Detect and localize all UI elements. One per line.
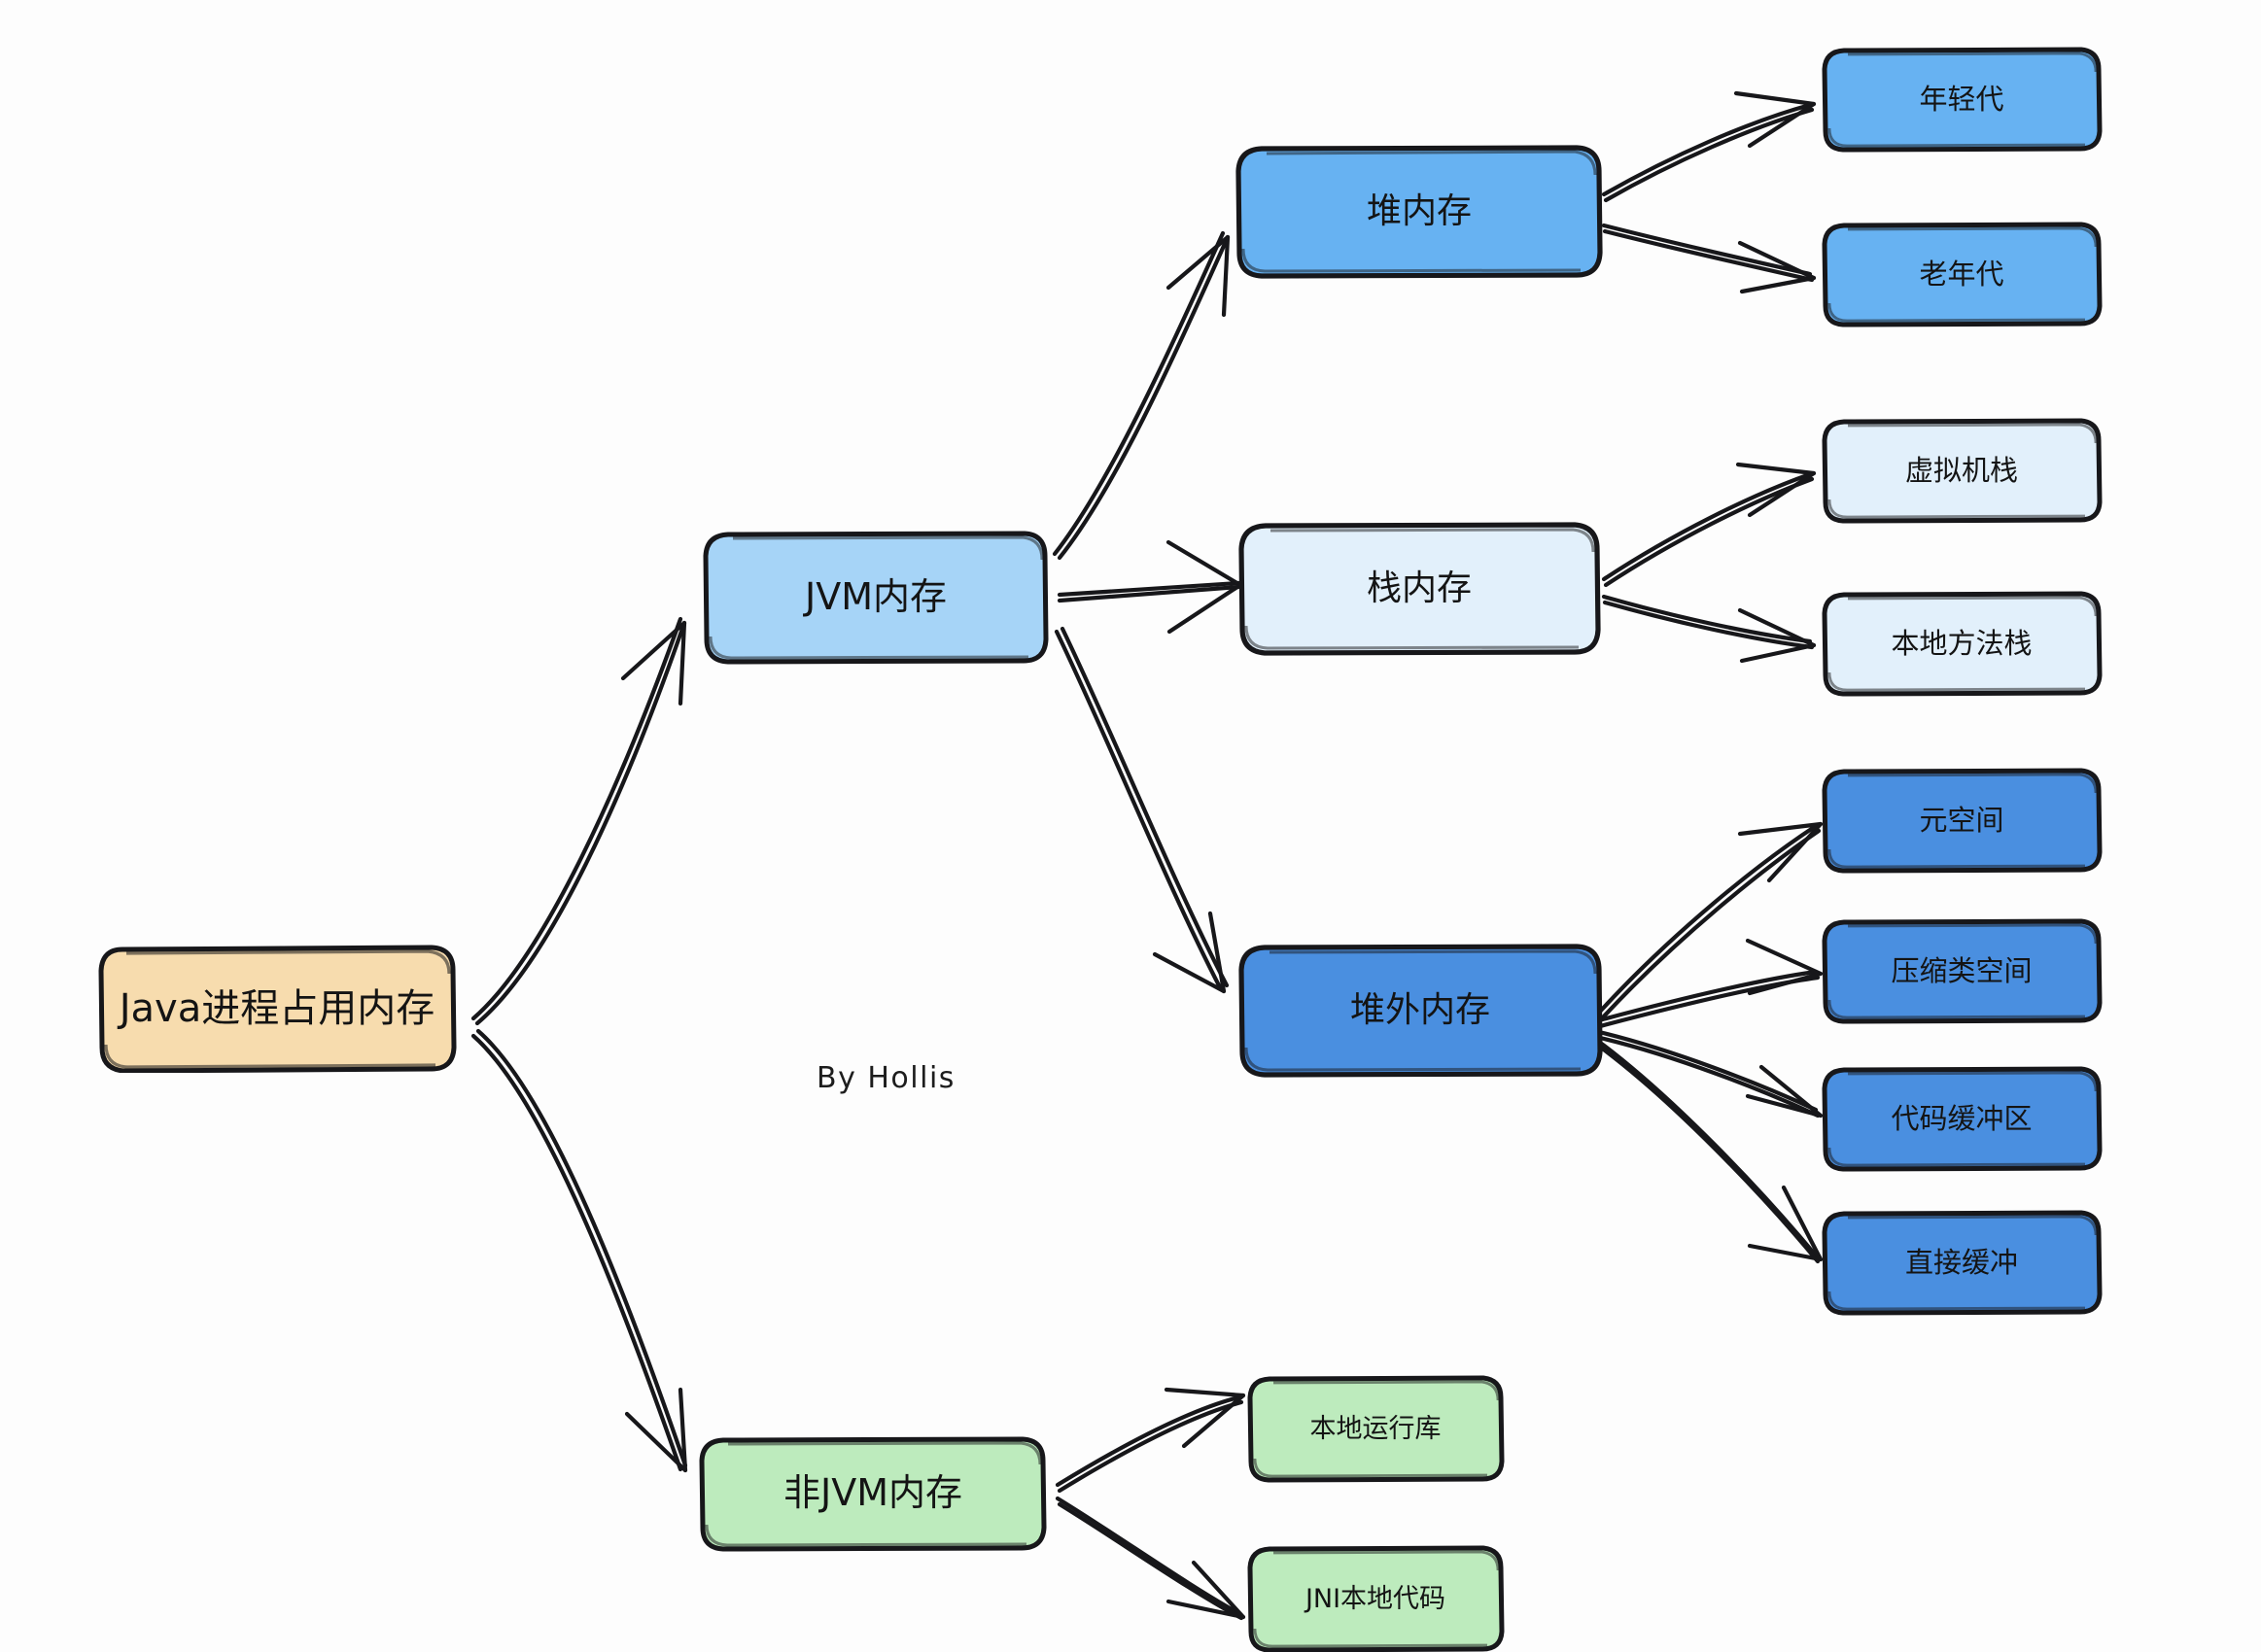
node-heap-shape [1235, 145, 1603, 279]
node-jvm-shape [703, 531, 1049, 665]
watermark-label: By Hollis [817, 1061, 956, 1095]
node-jvm-label: JVM内存 [805, 575, 947, 619]
node-nonjvm-label: 非JVM内存 [783, 1471, 962, 1515]
node-compressed-class-space-label: 压缩类空间 [1891, 954, 2033, 988]
node-compressed-class-space-shape [1822, 918, 2103, 1024]
node-native-runtime-lib[interactable]: 本地运行库 [1246, 1375, 1505, 1484]
node-metaspace-shape [1822, 768, 2103, 874]
edge-nonjvm-to-native-runtime-lib [1055, 1387, 1246, 1494]
node-native-method-stack-shape [1822, 591, 2103, 697]
node-offheap-label: 堆外内存 [1349, 990, 1490, 1031]
node-heap[interactable]: 堆内存 [1235, 144, 1604, 280]
node-code-cache-label: 代码缓冲区 [1891, 1102, 2033, 1136]
node-stack-shape [1238, 522, 1601, 656]
node-root-label: Java进程占用内存 [119, 986, 435, 1031]
edge-offheap-to-metaspace [1596, 821, 1824, 1021]
edge-jvm-to-stack [1057, 539, 1243, 635]
node-stack-label: 栈内存 [1366, 568, 1472, 609]
node-jni-native-code-label: JNI本地代码 [1304, 1584, 1446, 1615]
edge-offheap-to-compressed-class-space [1596, 938, 1824, 1029]
node-root[interactable]: Java进程占用内存 [97, 945, 457, 1073]
node-native-runtime-lib-label: 本地运行库 [1309, 1414, 1442, 1445]
node-compressed-class-space[interactable]: 压缩类空间 [1821, 918, 2103, 1025]
node-native-runtime-lib-shape [1247, 1375, 1505, 1483]
node-nonjvm-shape [699, 1436, 1047, 1552]
node-young-gen[interactable]: 年轻代 [1821, 47, 2103, 154]
node-stack[interactable]: 栈内存 [1236, 521, 1602, 657]
node-jni-native-code[interactable]: JNI本地代码 [1246, 1545, 1505, 1652]
edge-jvm-to-heap [1052, 230, 1231, 561]
edge-jvm-to-offheap [1054, 626, 1230, 994]
edge-stack-to-vm-stack [1601, 462, 1817, 588]
node-offheap[interactable]: 堆外内存 [1236, 943, 1604, 1079]
node-vm-stack[interactable]: 虚拟机栈 [1821, 418, 2103, 525]
edge-root-to-nonjvm [470, 1028, 688, 1473]
node-direct-buffer-label: 直接缓冲 [1904, 1246, 2018, 1280]
edge-heap-to-old-gen [1601, 223, 1817, 294]
node-native-method-stack-label: 本地方法栈 [1891, 627, 2033, 661]
node-root-shape [98, 945, 457, 1073]
node-vm-stack-label: 虚拟机栈 [1904, 454, 2018, 488]
node-metaspace-label: 元空间 [1919, 804, 2004, 838]
edge-heap-to-young-gen [1601, 90, 1817, 203]
edge-offheap-to-direct-buffer [1596, 1039, 1824, 1264]
node-native-method-stack[interactable]: 本地方法栈 [1821, 591, 2103, 698]
node-metaspace[interactable]: 元空间 [1821, 768, 2103, 875]
edge-nonjvm-to-jni-native-code [1055, 1496, 1246, 1621]
node-direct-buffer[interactable]: 直接缓冲 [1821, 1210, 2103, 1317]
edge-stack-to-native-method-stack [1601, 594, 1817, 664]
node-jvm[interactable]: JVM内存 [702, 530, 1050, 666]
node-young-gen-shape [1822, 47, 2103, 153]
node-old-gen-label: 老年代 [1919, 258, 2004, 292]
node-offheap-shape [1238, 944, 1603, 1078]
node-heap-label: 堆内存 [1366, 191, 1472, 232]
node-code-cache[interactable]: 代码缓冲区 [1821, 1066, 2103, 1173]
node-old-gen[interactable]: 老年代 [1821, 222, 2103, 328]
node-direct-buffer-shape [1822, 1210, 2103, 1316]
node-nonjvm[interactable]: 非JVM内存 [698, 1435, 1048, 1552]
node-vm-stack-shape [1822, 418, 2103, 524]
node-old-gen-shape [1822, 222, 2103, 327]
node-jni-native-code-shape [1247, 1545, 1505, 1652]
edge-offheap-to-code-cache [1596, 1029, 1824, 1119]
node-young-gen-label: 年轻代 [1919, 83, 2004, 117]
node-code-cache-shape [1822, 1066, 2103, 1172]
edge-root-to-jvm [470, 616, 687, 1026]
